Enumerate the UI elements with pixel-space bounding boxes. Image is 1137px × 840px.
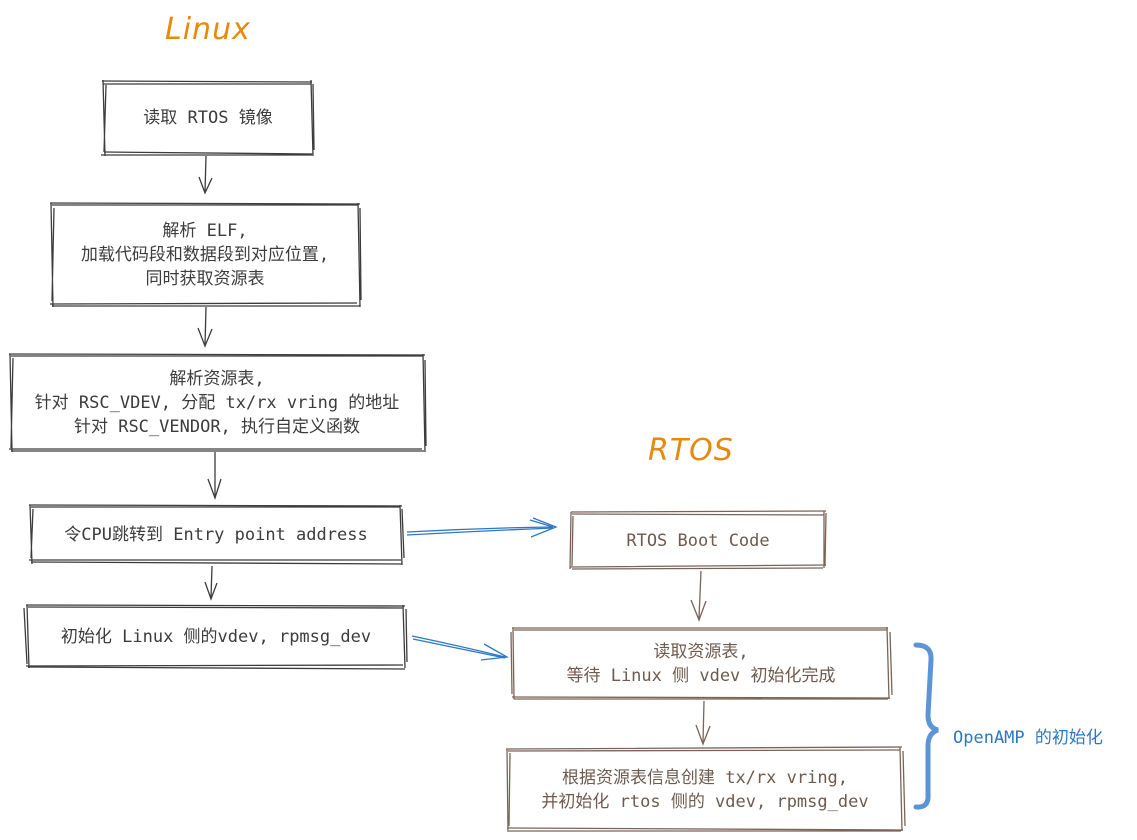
linux-box-5[interactable] (23, 604, 408, 670)
linux-step-2-line-2: 加载代码段和数据段到对应位置, (80, 245, 330, 265)
arrow-entry-to-bootcode (406, 517, 558, 538)
arrow-linux-3-4 (207, 452, 222, 501)
linux-box-4[interactable] (28, 504, 405, 566)
linux-step-4-text: 令CPU跳转到 Entry point address (31, 507, 401, 562)
linux-step-1-text: 读取 RTOS 镜像 (104, 84, 312, 152)
linux-title: Linux (165, 12, 251, 47)
linux-box-1[interactable] (101, 79, 315, 157)
rtos-box-3[interactable] (505, 746, 906, 833)
rtos-step-3-line-2: 并初始化 rtos 侧的 vdev, rpmsg_dev (541, 792, 869, 812)
rtos-step-2-line-1: 读取资源表, (653, 641, 749, 662)
brace-icon (913, 642, 939, 810)
linux-step-3-line-3: 针对 RSC_VENDOR, 执行自定义函数 (73, 417, 361, 437)
linux-step-2-line-1: 解析 ELF, (162, 221, 248, 241)
rtos-step-2-line-2: 等待 Linux 侧 vdev 初始化完成 (566, 665, 836, 686)
rtos-box-2[interactable] (510, 626, 893, 700)
rtos-box-1[interactable] (569, 510, 827, 570)
linux-step-5-text: 初始化 Linux 侧的vdev, rpmsg_dev (28, 607, 404, 667)
linux-box-2[interactable] (49, 202, 362, 308)
rtos-step-1-line-1: RTOS Boot Code (626, 530, 770, 551)
linux-step-1-line-1: 读取 RTOS 镜像 (143, 108, 273, 128)
linux-step-3-text: 解析资源表, 针对 RSC_VDEV, 分配 tx/rx vring 的地址 针… (11, 357, 423, 449)
linux-box-3[interactable] (8, 353, 427, 453)
arrow-rtos-1-2 (690, 570, 707, 622)
arrow-linux-2-3 (197, 306, 213, 348)
linux-step-2-text: 解析 ELF, 加载代码段和数据段到对应位置, 同时获取资源表 (52, 206, 358, 304)
rtos-step-1-text: RTOS Boot Code (572, 514, 824, 567)
rtos-step-3-line-1: 根据资源表信息创建 tx/rx vring, (561, 768, 849, 788)
rtos-step-2-text: 读取资源表, 等待 Linux 侧 vdev 初始化完成 (514, 630, 888, 697)
linux-step-3-line-1: 解析资源表, (169, 369, 265, 389)
linux-step-4-line-1: 令CPU跳转到 Entry point address (64, 524, 368, 545)
rtos-title: RTOS (648, 433, 734, 468)
arrow-linux-1-2 (198, 155, 213, 195)
rtos-step-3-text: 根据资源表信息创建 tx/rx vring, 并初始化 rtos 侧的 vdev… (508, 751, 902, 829)
arrow-linux-4-5 (204, 565, 218, 601)
arrow-rtos-2-3 (695, 700, 711, 746)
brace-label: OpenAMP 的初始化 (953, 728, 1103, 748)
linux-step-5-line-1: 初始化 Linux 侧的vdev, rpmsg_dev (60, 627, 372, 647)
linux-step-3-line-2: 针对 RSC_VDEV, 分配 tx/rx vring 的地址 (34, 393, 400, 413)
linux-step-2-line-3: 同时获取资源表 (145, 269, 265, 289)
arrow-vdev-to-readtable (411, 635, 510, 661)
